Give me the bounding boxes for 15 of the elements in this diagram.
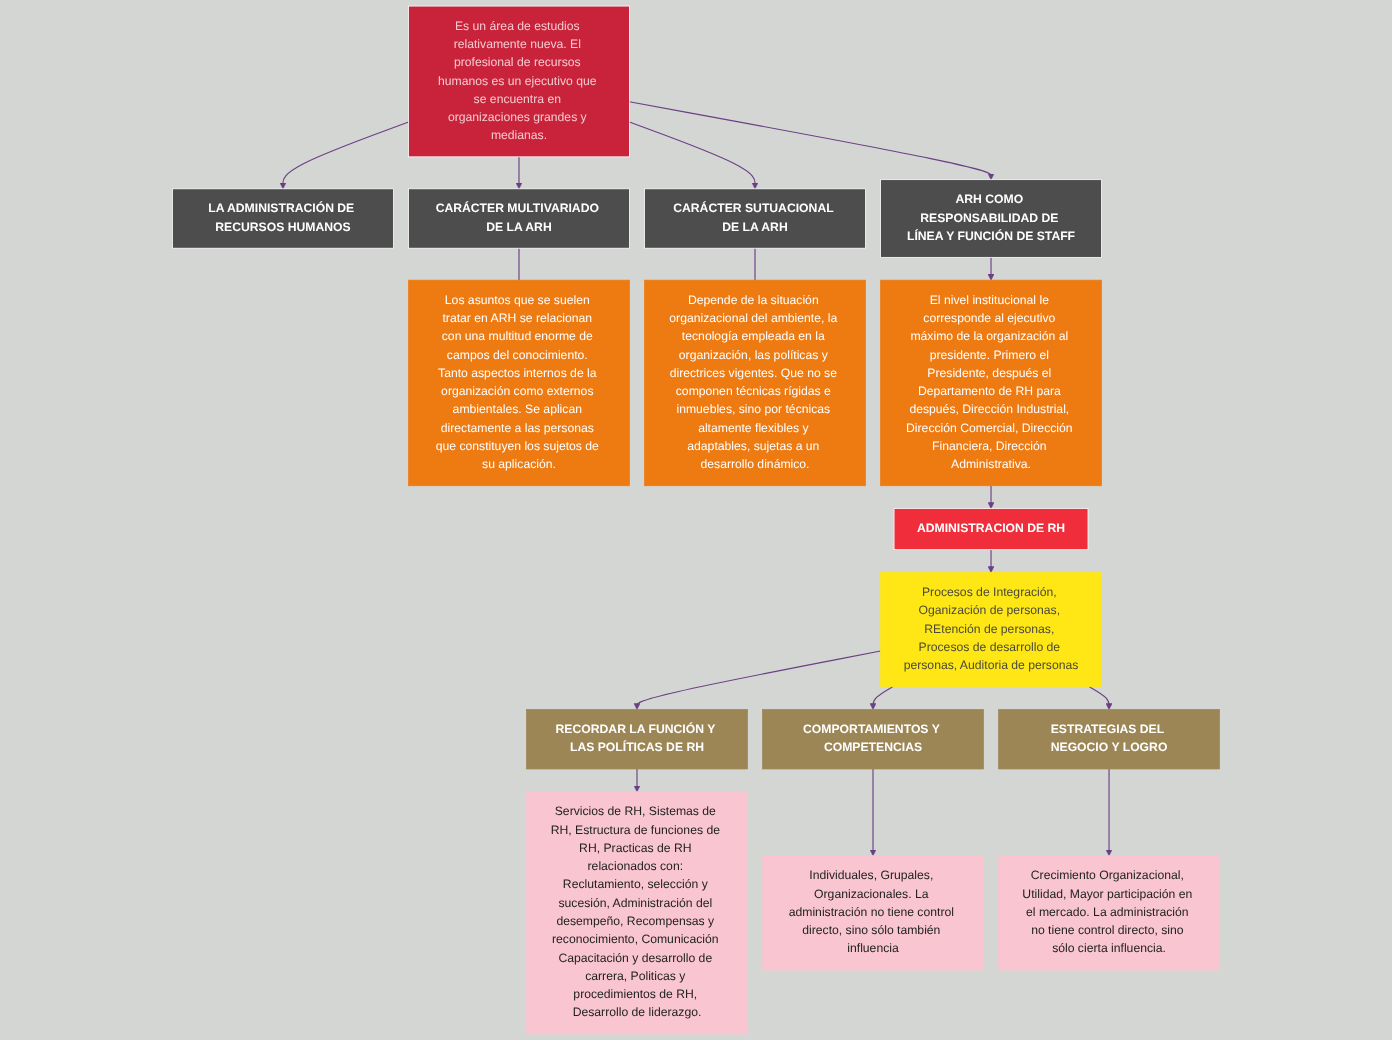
arrow <box>1088 686 1113 710</box>
arrow <box>279 121 410 190</box>
arrow <box>987 256 995 281</box>
arrow <box>987 485 995 509</box>
arrow <box>1105 768 1113 857</box>
arrow <box>628 121 759 190</box>
arrow <box>987 549 995 573</box>
connector <box>518 247 520 281</box>
arrow <box>869 768 877 857</box>
arrow <box>633 650 882 710</box>
arrow <box>869 686 894 710</box>
arrow <box>515 156 523 190</box>
arrow <box>628 101 995 180</box>
arrow <box>633 768 641 793</box>
connector <box>754 247 756 281</box>
